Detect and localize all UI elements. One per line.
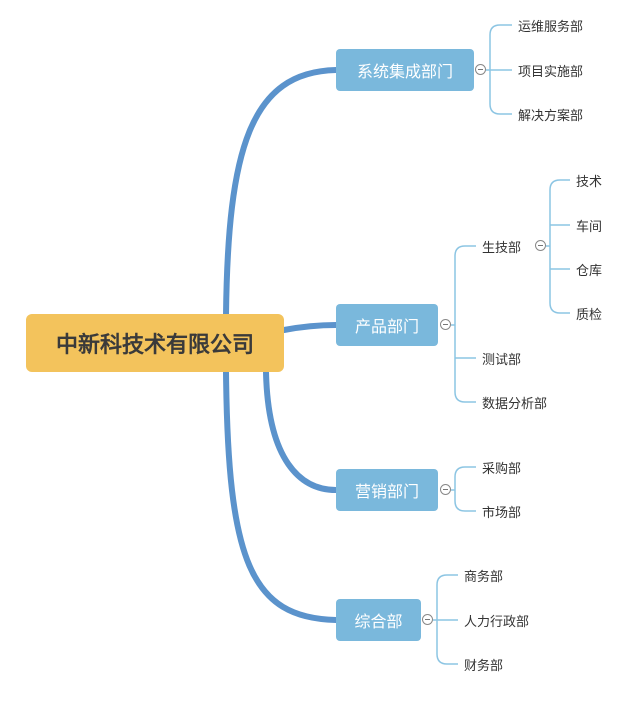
- dept-label: 产品部门: [354, 317, 419, 336]
- dept-label: 营销部门: [354, 482, 419, 501]
- collapse-toggle-icon[interactable]: [440, 484, 451, 495]
- leaf-node[interactable]: 财务部: [464, 659, 504, 674]
- leaf-node[interactable]: 运维服务部: [518, 20, 584, 35]
- leaf-node[interactable]: 技术: [576, 175, 603, 190]
- subgroup-node-production-tech[interactable]: 生技部: [482, 241, 522, 256]
- trunk-to-general: [223, 369, 339, 623]
- leaf-node[interactable]: 质检: [576, 308, 603, 323]
- leaf-node[interactable]: 人力行政部: [464, 615, 530, 630]
- collapse-toggle-icon[interactable]: [440, 319, 451, 330]
- leaf-node[interactable]: 市场部: [482, 506, 522, 521]
- branch-marketing: [451, 466, 476, 512]
- dept-node-product[interactable]: 产品部门: [336, 304, 438, 346]
- leaf-node[interactable]: 车间: [576, 220, 603, 235]
- collapse-toggle-icon[interactable]: [475, 64, 486, 75]
- leaf-node[interactable]: 仓库: [576, 264, 603, 279]
- dept-label: 综合部: [354, 612, 403, 631]
- dept-node-system-integration[interactable]: 系统集成部门: [336, 49, 474, 91]
- dept-node-general[interactable]: 综合部: [336, 599, 421, 641]
- collapse-toggle-icon[interactable]: [422, 614, 433, 625]
- leaf-node[interactable]: 解决方案部: [518, 109, 584, 124]
- branch-production-tech: [546, 179, 570, 314]
- leaf-node[interactable]: 数据分析部: [482, 397, 548, 412]
- branch-system-integration: [486, 24, 512, 115]
- dept-node-marketing[interactable]: 营销部门: [336, 469, 438, 511]
- leaf-node[interactable]: 项目实施部: [518, 65, 584, 80]
- root-label: 中新科技术有限公司: [55, 333, 254, 358]
- root-node[interactable]: 中新科技术有限公司: [26, 314, 284, 372]
- leaf-node[interactable]: 商务部: [464, 570, 504, 585]
- branch-general: [433, 574, 458, 665]
- trunk-to-product: [281, 322, 339, 333]
- dept-label: 系统集成部门: [356, 62, 453, 81]
- leaf-node[interactable]: 采购部: [482, 462, 522, 477]
- trunk-to-marketing: [263, 369, 339, 493]
- branch-product: [451, 245, 476, 403]
- leaf-node[interactable]: 测试部: [482, 353, 522, 368]
- collapse-toggle-icon[interactable]: [535, 240, 546, 251]
- trunk-to-system-integration: [223, 67, 339, 318]
